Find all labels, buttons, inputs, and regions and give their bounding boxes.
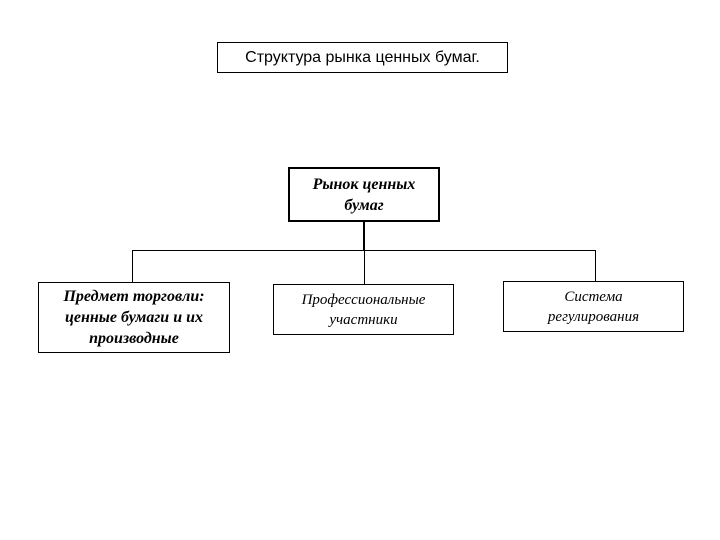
child-node-label-line: Предмет торговли: (63, 288, 205, 305)
child-node-regulation-system: Система регулирования (503, 281, 684, 332)
slide-title: Структура рынка ценных бумаг. (245, 48, 480, 66)
connector-drop-middle (364, 250, 365, 285)
slide-title-box: Структура рынка ценных бумаг. (217, 42, 508, 73)
child-node-label-line: ценные бумаги и их (64, 309, 203, 326)
connector-drop-right (595, 250, 596, 282)
child-node-label-line: Система (564, 288, 623, 305)
child-node-label-line: регулирования (547, 308, 640, 325)
child-node-subject-of-trade: Предмет торговли: ценные бумаги и их про… (38, 282, 230, 353)
child-node-label-line: участники (329, 311, 398, 328)
connector-drop-left (132, 250, 133, 283)
root-node-securities-market: Рынок ценных бумаг (288, 167, 440, 222)
root-node-label-line-1: Рынок ценных (312, 175, 416, 193)
root-node-label-line-2: бумаг (344, 196, 384, 214)
child-node-label-line: Профессиональные (301, 291, 426, 308)
child-node-label-line: производные (89, 330, 179, 347)
connector-root-stem (363, 222, 365, 251)
child-node-professional-participants: Профессиональные участники (273, 284, 454, 335)
